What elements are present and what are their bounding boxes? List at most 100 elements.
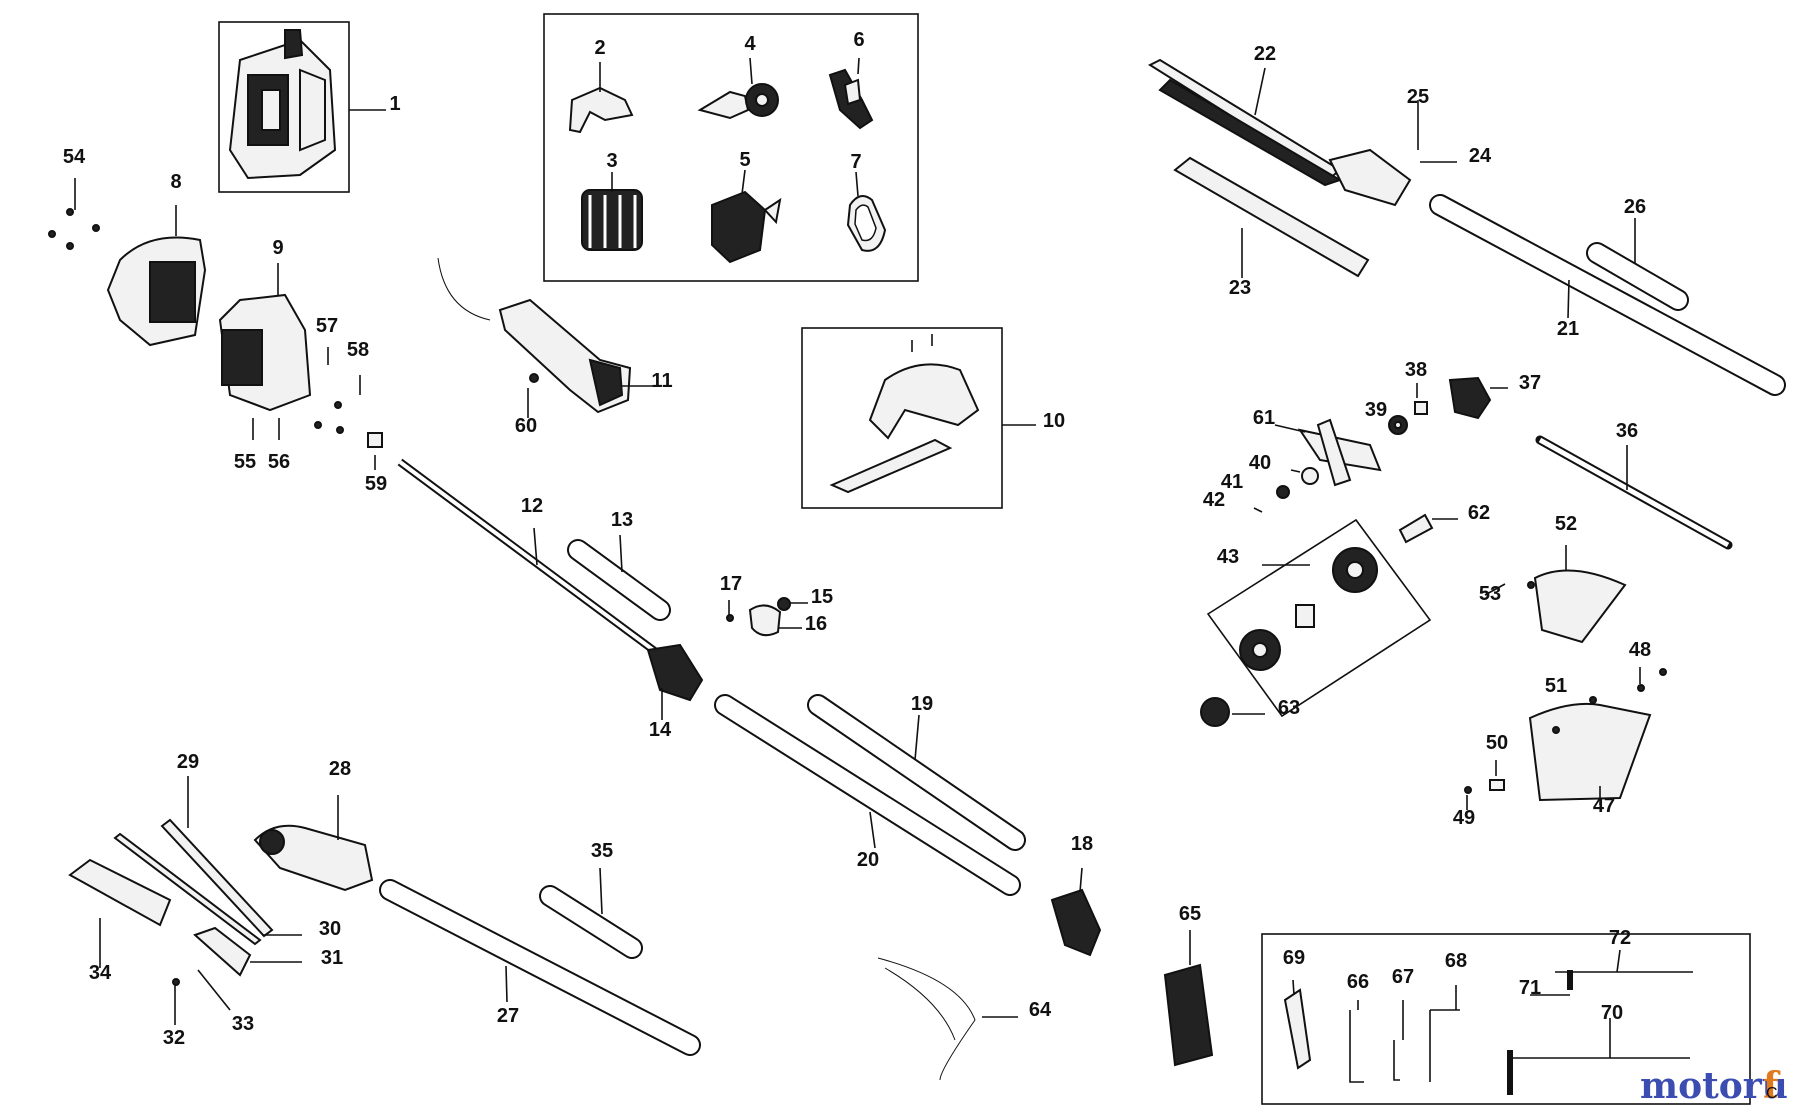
part-label-2: 2	[594, 37, 605, 59]
part-label-70: 70	[1601, 1002, 1623, 1024]
fan-housing-part	[106, 205, 207, 347]
part-label-5: 5	[739, 149, 750, 171]
gasket-part	[846, 171, 887, 252]
clamp-15-16-17-part	[726, 597, 808, 637]
blade-cover-23-part	[1173, 156, 1370, 278]
part-label-17: 17	[720, 573, 742, 595]
part-label-64: 64	[1029, 999, 1052, 1021]
part-label-31: 31	[321, 947, 343, 969]
spark-plug-part	[828, 57, 874, 130]
part-label-71: 71	[1519, 977, 1541, 999]
throttle-handle-part	[437, 257, 653, 418]
shaft-21-part	[1429, 194, 1786, 396]
cylinder-part	[581, 172, 643, 251]
part-label-56: 56	[268, 451, 290, 473]
blade-61-part	[1274, 418, 1382, 487]
part-label-60: 60	[515, 415, 537, 437]
part-label-65: 65	[1179, 903, 1201, 925]
screw-set-part	[48, 178, 383, 470]
washers-38-41-part	[1253, 383, 1428, 513]
part-label-55: 55	[234, 451, 256, 473]
part-label-3: 3	[606, 150, 617, 172]
part-label-14: 14	[649, 719, 672, 741]
tube-13-part	[567, 534, 671, 621]
handle-kit-box	[801, 327, 1003, 509]
tube-35-part	[539, 867, 643, 959]
part-label-57: 57	[316, 315, 338, 337]
part-label-59: 59	[365, 473, 387, 495]
part-label-54: 54	[63, 146, 86, 168]
watermark-tail: C	[1766, 1085, 1778, 1102]
part-label-13: 13	[611, 509, 633, 531]
part-label-27: 27	[497, 1005, 519, 1027]
part-label-33: 33	[232, 1013, 254, 1035]
part-label-15: 15	[811, 586, 833, 608]
part-label-22: 22	[1254, 43, 1276, 65]
handle-part	[829, 334, 1036, 494]
part-label-47: 47	[1593, 795, 1615, 817]
tube-26-part	[1586, 218, 1689, 311]
part-label-6: 6	[853, 29, 864, 51]
part-label-66: 66	[1347, 971, 1369, 993]
shaft-20-part	[714, 694, 1021, 896]
part-label-12: 12	[521, 495, 543, 517]
choke-lever-part	[568, 62, 634, 134]
scabbard-34-part	[68, 858, 172, 968]
harness-64-part	[877, 957, 1018, 1081]
part-label-32: 32	[163, 1027, 185, 1049]
part-label-48: 48	[1629, 639, 1651, 661]
shaft-19-part	[807, 694, 1026, 851]
part-label-50: 50	[1486, 732, 1508, 754]
hedge-gearbox-part	[1328, 100, 1457, 207]
part-label-35: 35	[591, 840, 613, 862]
part-label-25: 25	[1407, 86, 1429, 108]
part-label-34: 34	[89, 962, 112, 984]
cover-part	[218, 263, 312, 412]
screws-32-33-part	[172, 969, 231, 1025]
part-label-11: 11	[651, 370, 672, 392]
part-label-1: 1	[389, 93, 400, 115]
pole-saw-head-part	[253, 795, 374, 892]
watermark-text-blue: motoru	[1640, 1065, 1788, 1107]
adapter-62-part	[1398, 513, 1458, 544]
part-label-53: 53	[1479, 583, 1501, 605]
guard-47-part	[1528, 696, 1652, 805]
coupler-14-part	[646, 643, 704, 720]
part-label-62: 62	[1468, 502, 1490, 524]
part-label-4: 4	[744, 33, 756, 55]
shaft-12-part	[397, 458, 663, 659]
part-labels: 1234567891011121314151617181920212223242…	[63, 29, 1651, 1049]
part-label-51: 51	[1545, 675, 1567, 697]
part-label-9: 9	[272, 237, 283, 259]
watermark-text-orange: f	[1763, 1065, 1781, 1107]
gearhead-37-part	[1448, 376, 1508, 420]
watermark: motoru f C	[1640, 1065, 1788, 1107]
guide-bar-part	[160, 776, 274, 938]
guard-52-part	[1484, 545, 1627, 644]
trimmer-head-43-part	[1239, 547, 1378, 671]
part-label-67: 67	[1392, 966, 1414, 988]
part-label-20: 20	[857, 849, 879, 871]
carburetor-part	[711, 169, 782, 264]
part-label-61: 61	[1253, 407, 1275, 429]
screws-48-51-part	[1464, 667, 1667, 810]
shaft-27-part	[379, 879, 701, 1056]
part-label-69: 69	[1283, 947, 1305, 969]
tool-kit-box	[1261, 933, 1751, 1105]
part-label-63: 63	[1278, 697, 1300, 719]
carburetor-kit-box	[543, 13, 919, 282]
part-label-16: 16	[805, 613, 827, 635]
coupler-18-part	[1050, 867, 1102, 957]
part-label-49: 49	[1453, 807, 1475, 829]
part-label-21: 21	[1557, 318, 1579, 340]
part-label-72: 72	[1609, 927, 1631, 949]
part-label-19: 19	[911, 693, 933, 715]
part-label-24: 24	[1469, 145, 1492, 167]
primer-bulb-part	[697, 57, 779, 120]
part-label-23: 23	[1229, 277, 1251, 299]
part-label-26: 26	[1624, 196, 1646, 218]
saw-chain-part	[113, 832, 302, 946]
part-label-37: 37	[1519, 372, 1541, 394]
part-label-29: 29	[177, 751, 199, 773]
